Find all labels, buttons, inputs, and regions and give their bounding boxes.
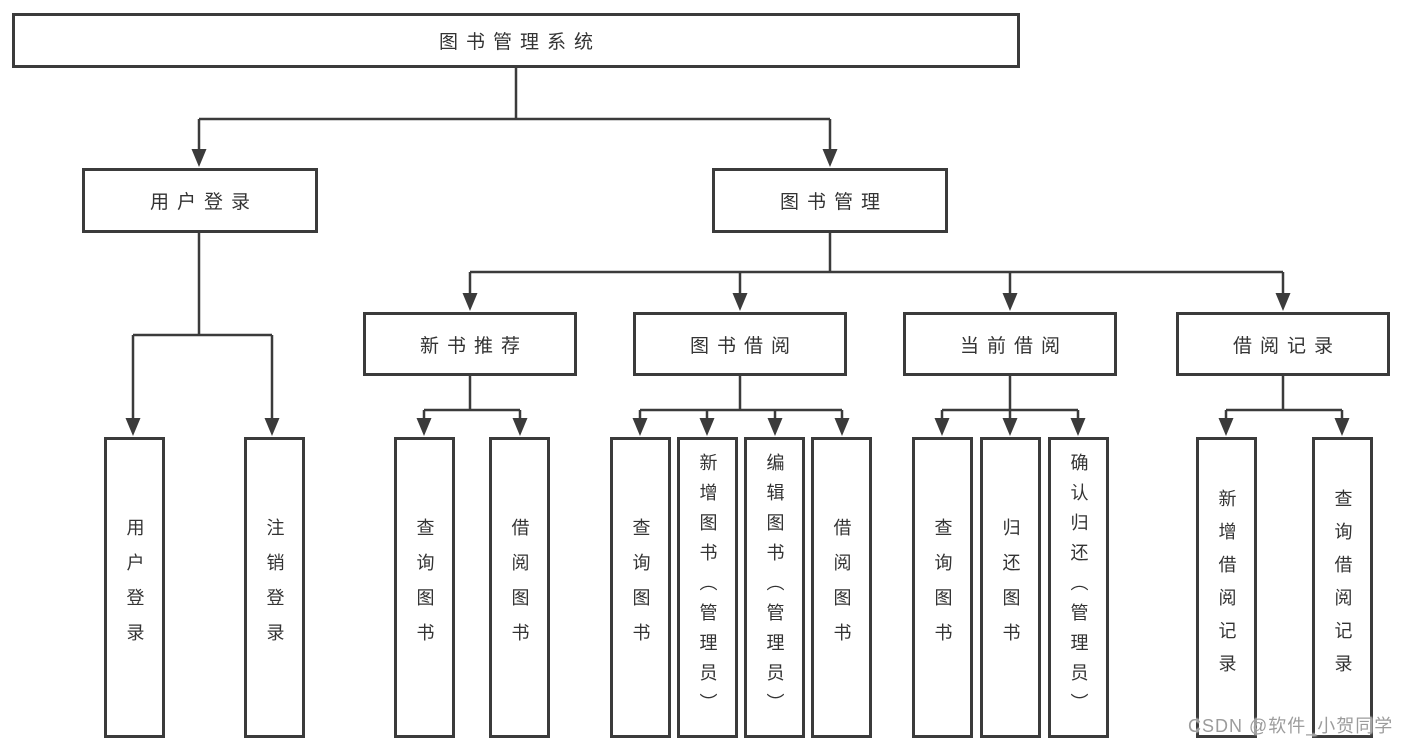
node-book-management: 图书管理 [712, 168, 948, 233]
leaf-borrow-query-books-label: 查询图书 [630, 517, 651, 658]
leaf-records-query-borrow-record-label: 查询借阅记录 [1332, 488, 1353, 687]
leaf-borrow-edit-books-admin-label: 编辑图书（管理员） [764, 452, 785, 723]
leaf-user-login: 用户登录 [104, 437, 165, 738]
leaf-borrow-query-books: 查询图书 [610, 437, 671, 738]
node-user-login: 用户登录 [82, 168, 318, 233]
leaf-records-add-borrow-record-label: 新增借阅记录 [1216, 488, 1237, 687]
leaf-current-confirm-return-admin-label: 确认归还（管理员） [1068, 452, 1089, 723]
node-root-library-system: 图书管理系统 [12, 13, 1020, 68]
node-book-borrow-label: 图书借阅 [689, 335, 798, 357]
leaf-borrow-borrow-books: 借阅图书 [811, 437, 872, 738]
node-current-borrow-label: 当前借阅 [959, 335, 1068, 357]
node-borrow-records-label: 借阅记录 [1232, 335, 1341, 357]
leaf-current-query-books: 查询图书 [912, 437, 973, 738]
node-book-borrow: 图书借阅 [633, 312, 847, 376]
node-root-label: 图书管理系统 [438, 32, 601, 53]
leaf-borrow-borrow-books-label: 借阅图书 [831, 517, 852, 658]
edge-current-borrow-to-leaves [934, 376, 1086, 436]
leaf-records-query-borrow-record: 查询借阅记录 [1312, 437, 1373, 738]
leaf-borrow-edit-books-admin: 编辑图书（管理员） [744, 437, 805, 738]
node-new-book-recommend: 新书推荐 [363, 312, 577, 376]
leaf-recommend-borrow-books-label: 借阅图书 [509, 517, 530, 658]
node-book-management-label: 图书管理 [779, 192, 888, 213]
leaf-recommend-query-books-label: 查询图书 [414, 517, 435, 658]
leaf-borrow-add-books-admin-label: 新增图书（管理员） [697, 452, 718, 723]
edge-user-login-to-leaves [125, 233, 280, 436]
leaf-user-login-label: 用户登录 [124, 517, 145, 658]
leaf-records-add-borrow-record: 新增借阅记录 [1196, 437, 1257, 738]
node-user-login-label: 用户登录 [149, 192, 258, 213]
leaf-recommend-query-books: 查询图书 [394, 437, 455, 738]
leaf-logout-label: 注销登录 [264, 517, 285, 658]
edge-new-book-recommend-to-leaves [416, 376, 528, 436]
leaf-borrow-add-books-admin: 新增图书（管理员） [677, 437, 738, 738]
leaf-recommend-borrow-books: 借阅图书 [489, 437, 550, 738]
edge-book-borrow-to-leaves [632, 376, 850, 436]
leaf-current-query-books-label: 查询图书 [932, 517, 953, 658]
leaf-current-return-books-label: 归还图书 [1000, 517, 1021, 658]
leaf-current-confirm-return-admin: 确认归还（管理员） [1048, 437, 1109, 738]
node-borrow-records: 借阅记录 [1176, 312, 1390, 376]
node-new-book-recommend-label: 新书推荐 [419, 335, 528, 357]
leaf-current-return-books: 归还图书 [980, 437, 1041, 738]
edge-book-management-to-level3 [462, 233, 1291, 311]
node-current-borrow: 当前借阅 [903, 312, 1117, 376]
edge-borrow-records-to-leaves [1218, 376, 1350, 436]
csdn-watermark: CSDN @软件_小贺同学 [1188, 716, 1394, 736]
leaf-logout: 注销登录 [244, 437, 305, 738]
edge-root-to-branches [191, 68, 838, 167]
